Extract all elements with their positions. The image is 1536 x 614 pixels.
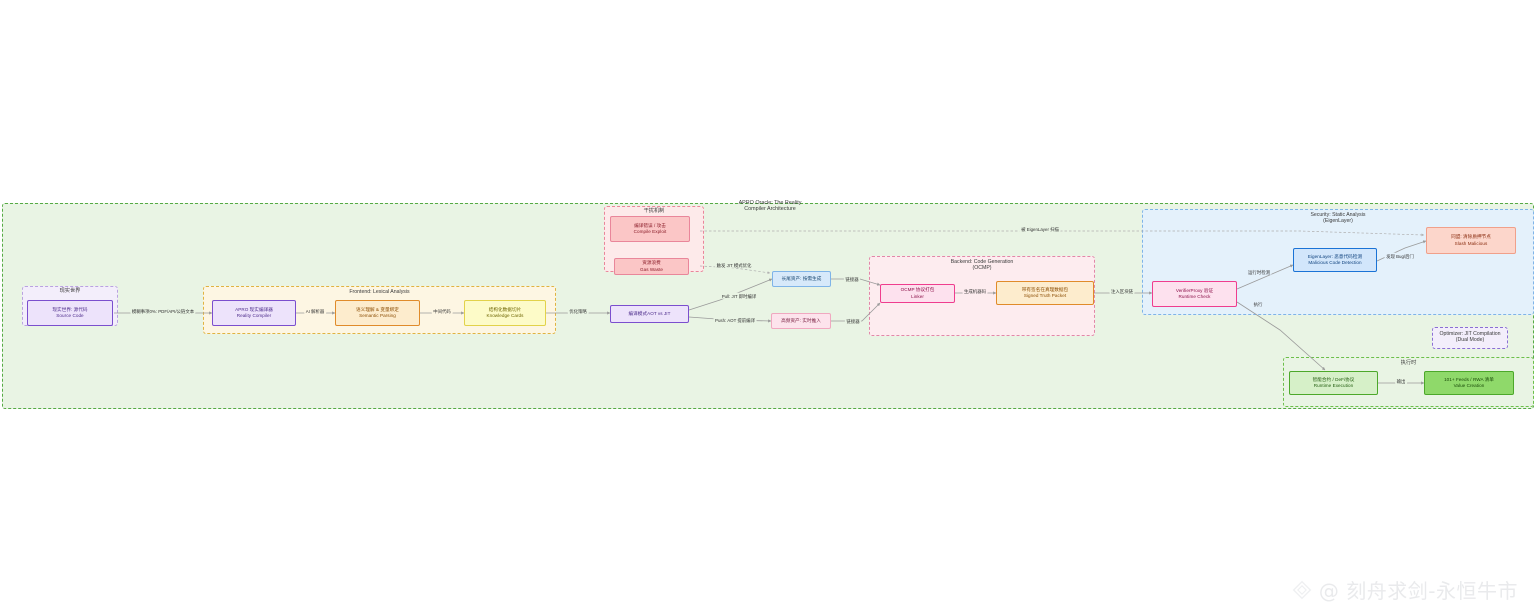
node-long-tail-asset[interactable]: 长尾资产: 按需生成 [772, 271, 831, 287]
node-gas-waste[interactable]: 资源浪费 Gas Waste [614, 258, 689, 275]
node-semantic-parsing[interactable]: 语义理解 & 变量绑定 Semantic Parsing [335, 300, 420, 326]
edge-label-optimization-strategy: 优化策略 [567, 307, 589, 315]
edge-label-ai-parser: AI 解析器 [304, 307, 326, 315]
node-verifier-proxy[interactable]: VerifierProxy 验证 Runtime Check [1152, 281, 1237, 307]
node-compile-mode[interactable]: 编译模式AOT vs JIT [610, 305, 689, 323]
node-reality-compiler[interactable]: APRO 现实编译器 Reality Compiler [212, 300, 296, 326]
edge-label-linker-long-tail: 链接器 [843, 275, 861, 283]
node-knowledge-cards[interactable]: 结构化数据切片 Knowledge Cards [464, 300, 546, 326]
edge-label-output: 输出 [1395, 377, 1407, 385]
node-slash-malicious[interactable]: 同盟: 清除质押节点 Slash Malicious [1426, 227, 1516, 254]
edge-label-pull-jit: Pull: JIT 即时编译 [720, 292, 758, 300]
group-optimizer [1432, 327, 1508, 349]
watermark: @ 刻舟求剑-永恒牛市 [1292, 575, 1518, 604]
node-runtime-execution[interactable]: 智能合约 / DeFi协议 Runtime Execution [1289, 371, 1378, 395]
edge-label-generate-machine-code: 生成机器码 [962, 287, 988, 295]
edge-label-execute: 执行 [1252, 300, 1264, 308]
edge-label-runtime-detection: 运行时检测 [1246, 268, 1272, 276]
node-eigenlayer-detection[interactable]: EigenLayer: 恶意代码检测 Malicious Code Detect… [1293, 248, 1377, 272]
edge-label-linker-high-freq: 链接器 [844, 317, 862, 325]
node-signed-truth-packet[interactable]: 带有签名在真理数据包 Signed Truth Packet [996, 281, 1094, 305]
node-source-code[interactable]: 现实世界: 源代码 Source Code [27, 300, 113, 326]
edge-label-inject-blockchain: 注入区块链 [1109, 287, 1135, 295]
edge-label-source-to-compiler: 模糊事项0%: PDF/API/公链文本 [130, 307, 196, 315]
node-high-frequency-asset[interactable]: 高频资产: 实时推入 [771, 313, 831, 329]
edge-label-scanned-by-eigenlayer: 被 EigenLayer 扫描 [1019, 225, 1061, 233]
node-compile-exploit[interactable]: 编译错误 / 攻击 Compile Exploit [610, 216, 690, 242]
watermark-text: @ 刻舟求剑-永恒牛市 [1318, 579, 1518, 603]
watermark-logo-icon [1292, 580, 1312, 600]
edge-label-push-aot: Push: AOT 提前编译 [713, 316, 757, 324]
edge-label-trigger-jit-mode: 触发 JIT 模式优化 [715, 261, 753, 269]
node-ocmp-linker[interactable]: OCMP 协议打包 Linker [880, 284, 955, 303]
node-value-creation[interactable]: 101+ Feeds / RWA 清单 Value Creation [1424, 371, 1514, 395]
edge-label-found-bug-backdoor: 发现 Bug/后门 [1384, 252, 1416, 260]
edge-label-intermediate-code: 中间代码 [431, 307, 453, 315]
